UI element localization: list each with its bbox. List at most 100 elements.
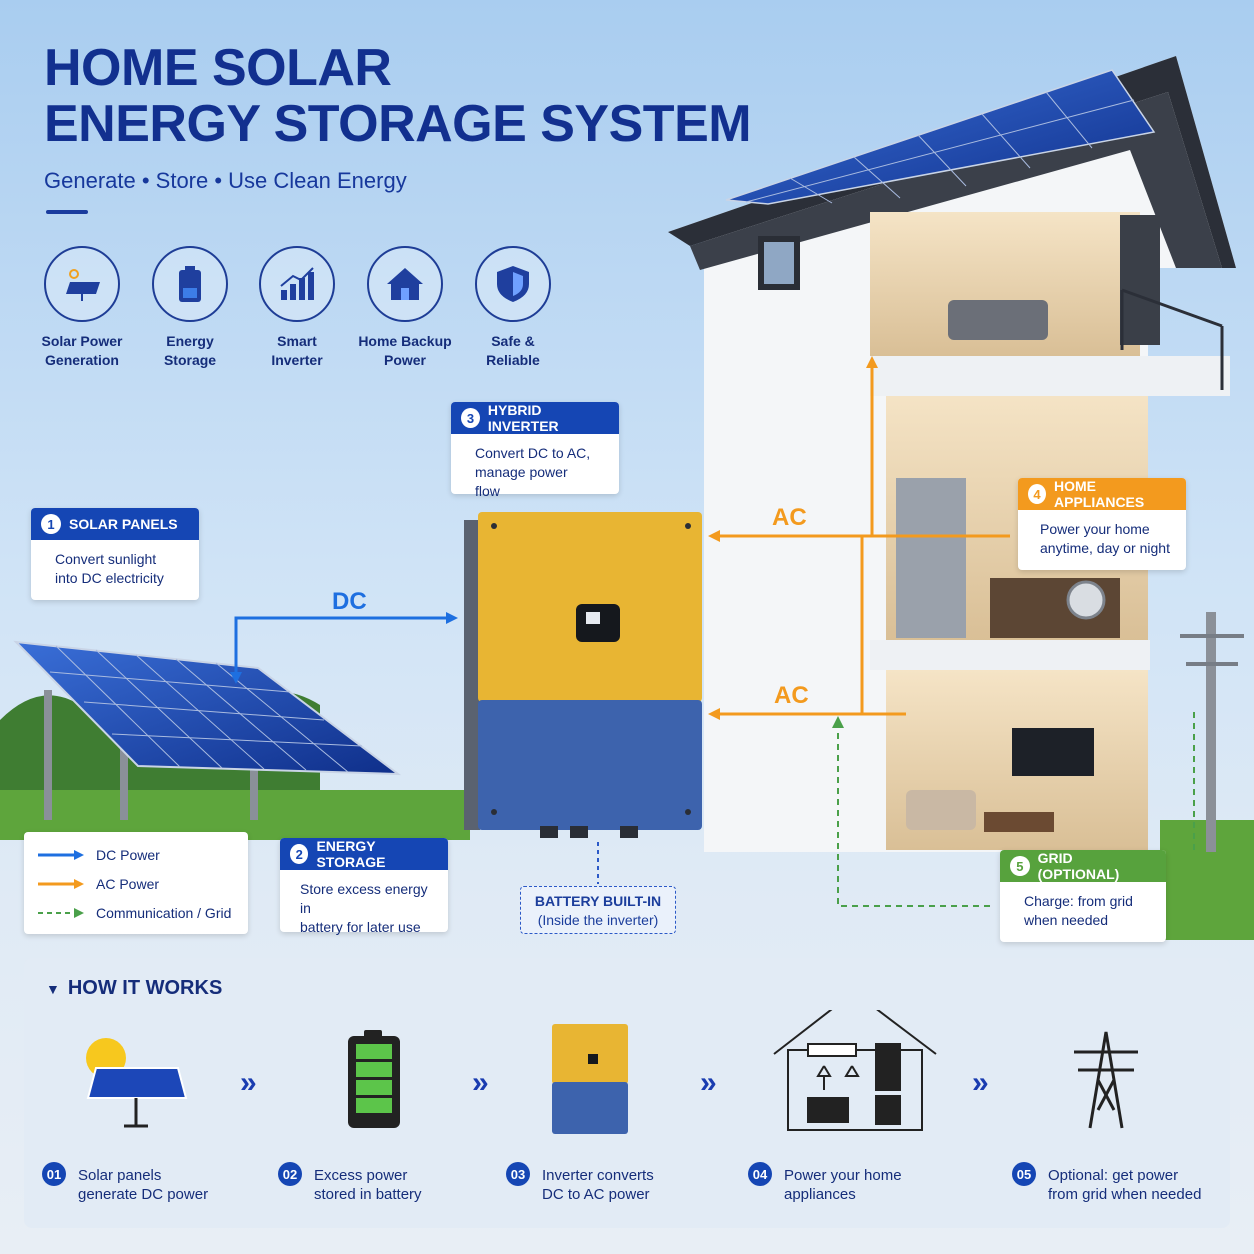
card-text-line1: Convert DC to AC, [475, 445, 591, 461]
card-title: GRID (OPTIONAL) [1037, 850, 1120, 882]
battery-note-subtitle: (Inside the inverter) [537, 912, 659, 928]
card-header: 2 ENERGY STORAGE [280, 838, 448, 870]
feature-label-line1: Smart [277, 333, 317, 349]
card-title: HOME APPLIANCES [1054, 478, 1145, 510]
ground-solar-array [13, 640, 402, 820]
card-text-line1: Store excess energy in [300, 881, 428, 916]
feature-home-backup: Home Backup Power [353, 246, 457, 370]
how-title-text: HOW IT WORKS [67, 977, 223, 999]
title-line-1: HOME SOLAR [44, 39, 392, 97]
legend-comm: Communication / Grid [24, 898, 248, 927]
step-number: 01 [42, 1162, 66, 1186]
card-title: ENERGY STORAGE [316, 838, 386, 870]
blue-arrow-icon [38, 849, 84, 860]
step-line2: generate DC power [78, 1186, 209, 1203]
step-number: 02 [278, 1162, 302, 1186]
feature-label-line2: Storage [163, 352, 217, 368]
step-line1: Optional: get power [1048, 1167, 1179, 1184]
battery-icon [152, 246, 228, 322]
home-appliances-icon [773, 1010, 937, 1131]
dc-flow-line [234, 616, 452, 676]
transmission-tower-icon [1074, 1031, 1138, 1129]
feature-solar-power: Solar Power Generation [30, 246, 134, 370]
how-it-works-title: ▼ HOW IT WORKS [46, 977, 222, 1000]
feature-label-line1: Home Backup [358, 333, 452, 349]
orange-arrow-icon [38, 878, 84, 889]
feature-label-line1: Solar Power [41, 333, 123, 349]
step-badge: 2 [290, 844, 309, 864]
page-title: HOME SOLAR ENERGY STORAGE SYSTEM [44, 39, 752, 153]
card-hybrid-inverter: 3 HYBRID INVERTER Convert DC to AC, manage… [451, 402, 619, 499]
shield-icon [475, 246, 551, 322]
how-step-1: 01 Solar panels generate DC power [42, 1162, 208, 1204]
house [668, 56, 1236, 852]
chevron-right-icon: » [700, 1066, 717, 1099]
legend-dc: DC Power [24, 840, 248, 869]
step-number: 05 [1012, 1162, 1036, 1186]
inverter-icon [552, 1024, 628, 1134]
step-description: Optional: get power from grid when needed [1048, 1162, 1201, 1204]
step-number: 03 [506, 1162, 530, 1186]
solar-sun-panel-icon [86, 1038, 188, 1128]
title-underline [46, 210, 88, 214]
green-dashed-arrow-icon [38, 907, 84, 918]
step-description: Solar panels generate DC power [78, 1162, 208, 1204]
card-header: 3 HYBRID INVERTER [451, 402, 619, 434]
house-icon [367, 246, 443, 322]
step-badge: 3 [461, 408, 480, 428]
dc-arrowhead-down [230, 672, 242, 684]
dc-flow-label: DC [332, 588, 367, 615]
solar-panel-icon [44, 246, 120, 322]
grass [0, 790, 470, 840]
step-line1: Power your home [784, 1167, 902, 1184]
hybrid-inverter-unit [464, 512, 702, 838]
feature-safe-reliable: Safe & Reliable [461, 246, 565, 370]
title-line-2: ENERGY STORAGE SYSTEM [44, 95, 752, 153]
step-badge: 5 [1010, 856, 1030, 876]
card-body: Store excess energy in battery for later … [280, 870, 448, 947]
card-title: HYBRID INVERTER [487, 402, 559, 434]
legend: DC Power AC Power Communication / Grid [24, 832, 248, 934]
step-description: Excess power stored in battery [314, 1162, 422, 1204]
step-line2: from grid when needed [1048, 1186, 1202, 1203]
step-number: 04 [748, 1162, 772, 1186]
feature-label-line2: Generation [45, 352, 119, 368]
feature-energy-storage: Energy Storage [138, 246, 242, 370]
ac-flow-lines [714, 362, 1010, 716]
card-header: 5 GRID (OPTIONAL) [1000, 850, 1166, 882]
legend-label: Communication / Grid [96, 904, 232, 921]
feature-smart-inverter: Smart Inverter [245, 246, 349, 370]
feature-label-line2: Reliable [486, 352, 540, 368]
card-title: SOLAR PANELS [69, 516, 178, 532]
step-line1: Solar panels [78, 1167, 162, 1184]
card-text-line2: manage power flow [475, 464, 568, 499]
step-line1: Excess power [314, 1167, 408, 1184]
battery-note-title: BATTERY BUILT-IN [534, 893, 662, 909]
legend-label: AC Power [96, 875, 160, 892]
full-battery-icon [348, 1030, 400, 1128]
how-step-5: 05 Optional: get power from grid when nee… [1012, 1162, 1201, 1204]
card-text-line1: Charge: from grid [1024, 893, 1133, 909]
card-header: 1 SOLAR PANELS [31, 508, 199, 540]
comm-flow-lines [837, 712, 1195, 907]
card-text-line2: into DC electricity [55, 570, 164, 586]
chevron-right-icon: » [472, 1066, 489, 1099]
card-text-line2: battery for later use [300, 919, 421, 935]
feature-label-line2: Inverter [271, 352, 323, 368]
triangle-down-icon: ▼ [46, 981, 60, 997]
step-line2: DC to AC power [542, 1186, 650, 1203]
step-line2: stored in battery [314, 1186, 422, 1203]
step-badge: 1 [41, 514, 61, 534]
ac-flow-label-bottom: AC [774, 682, 809, 709]
feature-label-line1: Energy [166, 333, 214, 349]
